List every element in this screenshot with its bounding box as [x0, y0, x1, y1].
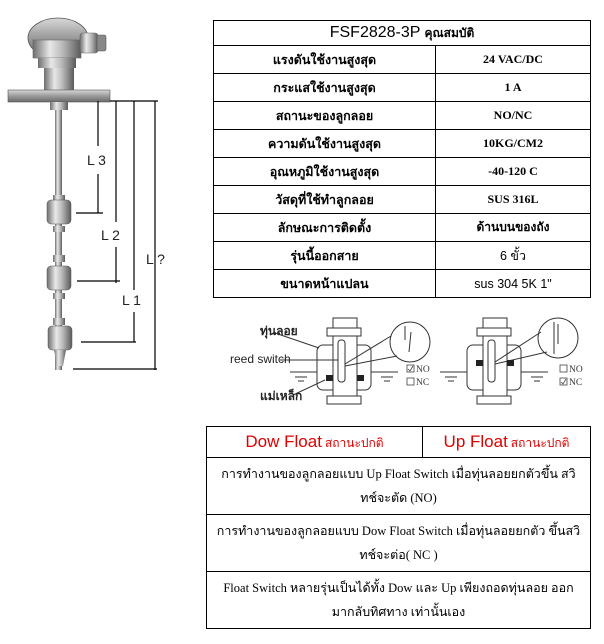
flange — [7, 89, 111, 103]
spec-label: สถานะของลูกลอย — [213, 101, 436, 130]
spec-value: -40-120 C — [435, 157, 591, 186]
spec-row: ขนาดหน้าแปลน sus 304 5K 1" — [213, 269, 591, 298]
spec-title-suffix: คุณสมบัติ — [424, 25, 475, 40]
checkbox-empty-icon — [406, 377, 415, 386]
float-2 — [46, 255, 72, 299]
float-desc-row: การทำงานของลูกลอยแบบ Up Float Switch เมื… — [206, 457, 591, 515]
header-up-float-th: สถานะปกติ — [510, 435, 570, 450]
float-switch-illustration: L 3 L 2 L 1 L ? — [7, 17, 165, 370]
magnet-icon — [507, 360, 514, 366]
spec-value: 6 ขั้ว — [435, 241, 591, 270]
state-no: NO — [416, 365, 430, 375]
reed-switch-diagram: ทุ่นลอย reed switch แม่เหล็ก NO NC NO NC — [215, 300, 595, 420]
up-float-description: การทำงานของลูกลอยแบบ Up Float Switch เมื… — [206, 457, 591, 515]
checkbox-checked-icon — [406, 364, 415, 373]
spec-value: 1 A — [435, 73, 591, 102]
spec-label: ลักษณะการติดตั้ง — [213, 213, 436, 242]
spec-row: ลักษณะการติดตั้ง ด้านบนของถัง — [213, 213, 591, 242]
spec-row: กระแสใช้งานสูงสุด 1 A — [213, 73, 591, 102]
spec-label: กระแสใช้งานสูงสุด — [213, 73, 436, 102]
spec-row: แรงดันใช้งานสูงสุด 24 VAC/DC — [213, 45, 591, 74]
checkbox-empty-icon — [559, 364, 568, 373]
spec-label: รุ่นนี้ออกสาย — [213, 241, 436, 270]
spec-label: ความดันใช้งานสูงสุด — [213, 129, 436, 158]
header-dow-float-en: Dow Float — [245, 431, 322, 451]
model-number: FSF2828-3P — [329, 23, 421, 41]
dimension-l1: L 1 — [122, 292, 141, 308]
header-up-float-en: Up Float — [443, 431, 508, 451]
spec-value: NO/NC — [435, 101, 591, 130]
spec-row: อุณหภูมิใช้งานสูงสุด -40-120 C — [213, 157, 591, 186]
spec-value: sus 304 5K 1" — [435, 269, 591, 298]
state-nc: NC — [416, 378, 429, 388]
product-drawing: L 3 L 2 L 1 L ? — [0, 0, 210, 380]
spec-row: รุ่นนี้ออกสาย 6 ขั้ว — [213, 241, 591, 270]
spec-value: ด้านบนของถัง — [435, 213, 591, 242]
spec-row: วัสดุที่ใช้ทำลูกลอย SUS 316L — [213, 185, 591, 214]
float-3 — [47, 318, 73, 366]
state-no: NO — [569, 365, 583, 375]
magnet-icon — [326, 375, 333, 381]
dimension-l2: L 2 — [101, 227, 120, 243]
reversible-note: Float Switch หลายรุ่นเป็นได้ทั้ง Dow และ… — [206, 571, 591, 629]
label-magnet: แม่เหล็ก — [260, 388, 302, 403]
state-nc: NC — [569, 378, 582, 388]
dow-float-description: การทำงานของลูกลอยแบบ Dow Float Switch เม… — [206, 514, 591, 572]
float-desc-row: การทำงานของลูกลอยแบบ Dow Float Switch เม… — [206, 514, 591, 572]
label-float: ทุ่นลอย — [260, 324, 298, 339]
spec-label: วัสดุที่ใช้ทำลูกลอย — [213, 185, 436, 214]
spec-value: 10KG/CM2 — [435, 129, 591, 158]
spec-value: SUS 316L — [435, 185, 591, 214]
spec-value: 24 VAC/DC — [435, 45, 591, 74]
label-reed-switch: reed switch — [230, 352, 291, 366]
dimension-l3: L 3 — [87, 152, 106, 168]
spec-label: ขนาดหน้าแปลน — [213, 269, 436, 298]
spec-row: ความดันใช้งานสูงสุด 10KG/CM2 — [213, 129, 591, 158]
header-dow-float-th: สถานะปกติ — [324, 435, 384, 450]
float-1 — [46, 195, 72, 232]
spec-label: อุณหภูมิใช้งานสูงสุด — [213, 157, 436, 186]
checkbox-checked-icon — [559, 377, 568, 386]
dimension-l-total: L ? — [146, 251, 165, 267]
spec-row: สถานะของลูกลอย NO/NC — [213, 101, 591, 130]
spec-label: แรงดันใช้งานสูงสุด — [213, 45, 436, 74]
magnet-icon — [476, 360, 483, 366]
magnet-icon — [357, 375, 364, 381]
stem — [55, 110, 62, 370]
float-desc-row: Float Switch หลายรุ่นเป็นได้ทั้ง Dow และ… — [206, 571, 591, 629]
